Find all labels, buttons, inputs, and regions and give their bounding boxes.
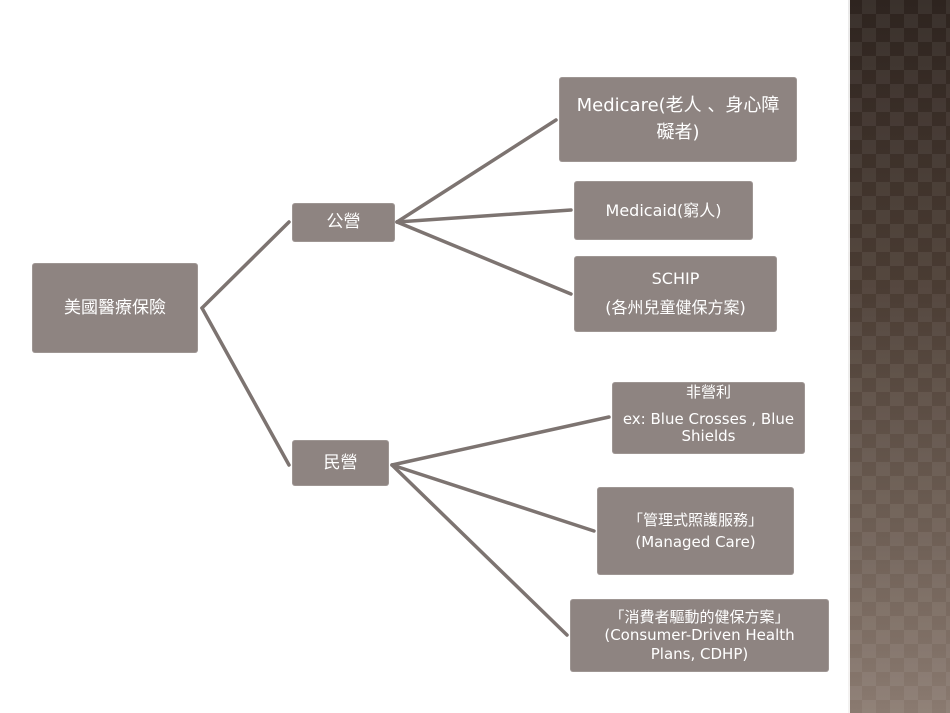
leaf-node-nonprofit: 非營利 ex: Blue Crosses , Blue Shields [612, 382, 805, 454]
leaf-managed-care-line-2: (Managed Care) [635, 533, 756, 551]
leaf-node-schip: SCHIP (各州兒童健保方案) [574, 256, 777, 332]
connector-root-public [200, 220, 291, 310]
branch-label-private: 民營 [323, 452, 358, 473]
connector-public-medicare [395, 118, 558, 224]
root-label: 美國醫療保險 [64, 297, 166, 318]
leaf-nonprofit-line-3: Shields [681, 426, 736, 445]
connector-root-private [200, 306, 291, 467]
branch-node-public: 公營 [292, 203, 395, 242]
leaf-nonprofit-line-1: 非營利 [685, 383, 731, 401]
decorative-side-panel [848, 0, 950, 713]
leaf-schip-line-1: SCHIP [651, 269, 700, 289]
connector-private-managed-care [390, 463, 596, 533]
connector-public-medicaid [395, 208, 573, 224]
connector-private-nonprofit [390, 415, 611, 467]
branch-node-private: 民營 [292, 440, 389, 486]
connector-public-schip [395, 220, 573, 296]
leaf-node-medicaid: Medicaid(窮人) [574, 181, 753, 240]
leaf-cdhp-line-1: 「消費者驅動的健保方案」 [609, 608, 790, 627]
branch-label-public: 公營 [326, 212, 361, 233]
connector-lines [200, 118, 611, 637]
leaf-nonprofit-line-2: ex: Blue Crosses , Blue [622, 409, 795, 428]
leaf-medicare-line-1: Medicare(老人 、身心障 [576, 95, 780, 117]
leaf-cdhp-line-2: (Consumer-Driven Health [604, 626, 795, 645]
leaf-node-medicare: Medicare(老人 、身心障 礙者) [559, 77, 797, 162]
leaf-medicare-line-2: 礙者) [656, 121, 700, 143]
leaf-cdhp-line-3: Plans, CDHP) [650, 644, 749, 663]
leaf-managed-care-line-1: 「管理式照護服務」 [627, 510, 763, 529]
connector-private-cdhp [390, 463, 569, 637]
leaf-node-managed-care: 「管理式照護服務」 (Managed Care) [597, 487, 794, 575]
root-node: 美國醫療保險 [32, 263, 198, 353]
leaf-node-cdhp: 「消費者驅動的健保方案」 (Consumer-Driven Health Pla… [570, 599, 829, 672]
leaf-medicaid-line-1: Medicaid(窮人) [605, 200, 722, 220]
leaf-schip-line-2: (各州兒童健保方案) [605, 298, 746, 317]
